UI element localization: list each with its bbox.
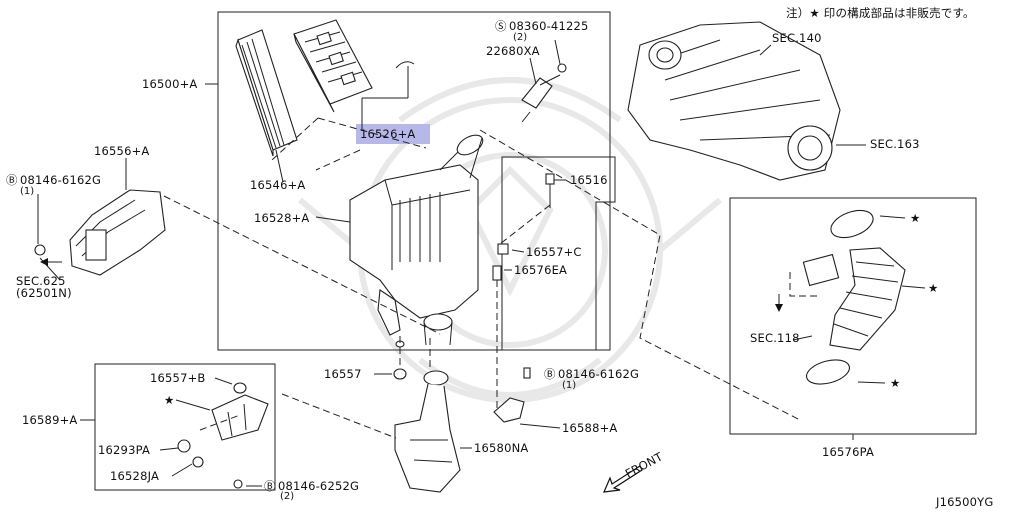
label-qty-1-mid: (1) xyxy=(562,380,576,391)
label-16557: 16557 xyxy=(324,367,362,381)
label-16526A: 16526+A xyxy=(360,127,416,141)
star-icon-clamp-bottom: ★ xyxy=(890,376,901,390)
screw-icon: Ⓢ xyxy=(495,19,507,33)
star-icon-bracket: ★ xyxy=(164,393,175,407)
grommet-16557-drawing xyxy=(393,368,407,380)
label-08146-6162G-left: 08146-6162G xyxy=(20,173,101,187)
air-duct-16576PA-drawing xyxy=(802,209,906,385)
highlight-16526A xyxy=(356,124,430,144)
air-flow-sensor-drawing xyxy=(521,63,567,123)
bolt-16516-drawing xyxy=(545,173,555,208)
label-16546A: 16546+A xyxy=(250,178,306,192)
label-08146-6162G-mid: 08146-6162G xyxy=(558,367,639,381)
front-arrow-icon xyxy=(603,465,643,493)
label-16500A: 16500+A xyxy=(142,77,198,91)
dashed-assembly-lines xyxy=(163,117,820,439)
label-sec625-sub: (62501N) xyxy=(16,286,72,300)
star-icon-clamp-top: ★ xyxy=(910,211,921,225)
diagram-code: J16500YG xyxy=(935,495,994,509)
resonator-frame xyxy=(501,156,616,351)
label-16557B: 16557+B xyxy=(150,371,206,385)
label-sec140: SEC.140 xyxy=(772,31,822,45)
sec625-arrow-icon xyxy=(40,258,62,266)
label-08146-6252G: 08146-6252G xyxy=(278,479,359,493)
air-cleaner-cover-drawing xyxy=(293,19,415,113)
label-08360-41225: 08360-41225 xyxy=(509,19,589,33)
bracket-16588A-drawing xyxy=(493,367,531,423)
sec118-arrow-icon xyxy=(775,294,783,312)
label-16528JA: 16528JA xyxy=(110,469,159,483)
label-16580NA: 16580NA xyxy=(474,441,528,455)
label-16556A: 16556+A xyxy=(94,144,150,158)
bolt-icon-mid: Ⓑ xyxy=(544,367,556,381)
leader-lines xyxy=(37,39,926,487)
label-16528A: 16528+A xyxy=(254,211,310,225)
star-icon-duct: ★ xyxy=(928,281,939,295)
air-cleaner-frame xyxy=(217,11,611,351)
bolt-icon: Ⓑ xyxy=(6,173,18,187)
label-16557C: 16557+C xyxy=(526,245,582,259)
label-sec118: SEC.118 xyxy=(750,331,800,345)
bracket-kit-frame xyxy=(94,363,276,491)
label-16588A: 16588+A xyxy=(562,421,618,435)
label-sec625: SEC.625 xyxy=(16,274,66,288)
label-22680XA: 22680XA xyxy=(486,44,540,58)
front-label: FRONT xyxy=(623,449,666,481)
label-16576EA: 16576EA xyxy=(514,263,567,277)
intake-manifold-drawing xyxy=(627,21,841,181)
air-filter-element-drawing xyxy=(235,29,298,157)
label-qty-2-screw: (2) xyxy=(513,32,527,43)
label-16293PA: 16293PA xyxy=(98,443,150,457)
label-sec163: SEC.163 xyxy=(870,137,920,151)
air-cleaner-body-drawing xyxy=(349,134,509,348)
label-16576PA: 16576PA xyxy=(822,445,874,459)
label-qty-2-bottom: (2) xyxy=(280,491,294,502)
label-16516: 16516 xyxy=(570,173,608,187)
label-16589A: 16589+A xyxy=(22,413,78,427)
air-duct-16556A-drawing xyxy=(34,189,166,276)
bolt-icon-bottom: Ⓑ xyxy=(264,479,276,493)
bracket-16589A-drawing xyxy=(177,382,269,489)
resonator-16580NA-drawing xyxy=(394,370,461,493)
label-qty-1-left: (1) xyxy=(20,186,34,197)
note-text: 注）★ 印の構成部品は非販売です。 xyxy=(786,6,975,20)
